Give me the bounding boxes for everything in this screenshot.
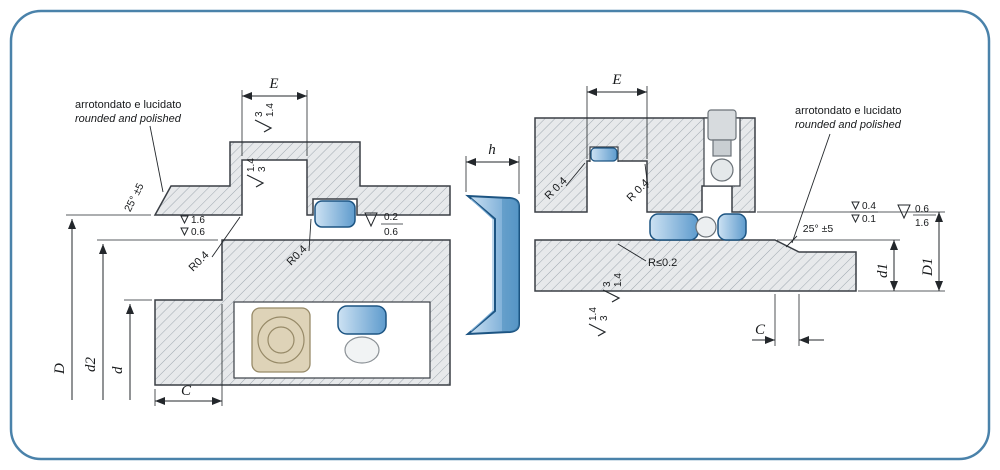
roughness-check-icon: 3 1.4 [602,273,624,303]
dim-label-e: E [268,76,278,92]
note-line-1: arrotondato e lucidato [795,105,901,117]
leader-line [644,163,649,189]
left-guide-ring-detail-inner [267,326,295,354]
dim-label-D1: D1 [920,258,936,277]
dim-label-d: d [110,366,126,374]
svg-text:0.6: 0.6 [384,227,398,238]
svg-text:1.4: 1.4 [265,103,276,117]
left-figure: E 3 1.4 1.4 3 1.6 0.6 0.2 0.6 R0.4 [52,76,451,406]
dim-label-D: D [52,363,68,375]
svg-text:d2: d2 [83,357,99,373]
left-piston-seal [337,305,387,335]
left-upper-housing-section [153,141,451,216]
right-rod-seal [649,213,699,241]
dim-label-e: E [611,72,621,88]
note-line-1: arrotondato e lucidato [75,99,181,111]
seal-inner-line [470,198,494,332]
leader-line [149,125,164,193]
svg-text:0.6: 0.6 [191,227,205,238]
seal-profile-figure: h [465,142,520,336]
leader-line [308,218,312,252]
finish-mark-b: 0.6 1.6 [897,204,936,229]
leader-line [211,216,241,258]
svg-text:0.6: 0.6 [915,204,929,215]
leader-line [617,243,647,262]
roughness-check-icon: 3 1.4 [254,103,276,133]
frame-border [9,9,991,461]
right-detail-circle [695,216,717,238]
svg-text:3: 3 [257,166,268,172]
svg-text:1.6: 1.6 [915,218,929,229]
svg-text:3: 3 [602,281,613,287]
roughness-check-icon: 1.4 3 [246,158,268,188]
svg-text:D: D [52,363,68,375]
svg-text:0.2: 0.2 [384,212,398,223]
radius-label: R≤0.2 [648,257,677,269]
dim-label-h: h [488,142,496,158]
svg-text:1.6: 1.6 [191,215,205,226]
left-secondary-seal [314,200,356,228]
right-rod-section [534,239,857,292]
finish-triangle-icon [364,212,378,228]
svg-text:0.1: 0.1 [862,214,876,225]
svg-text:0.4: 0.4 [862,201,876,212]
dim-label-c: C [755,322,766,338]
note-line-2: rounded and polished [795,119,902,131]
finish-triangle-icon [851,201,860,211]
right-figure: E R 0.4 R 0.4 arrotondato e lucidato rou… [534,72,945,346]
radius-label: R0.4 [187,249,212,274]
finish-triangle-icon [180,227,189,237]
svg-text:d1: d1 [875,263,891,278]
svg-text:d: d [110,366,126,374]
right-wiper-seal [717,213,747,241]
svg-text:1.4: 1.4 [613,273,624,287]
left-bearing-detail [344,336,380,364]
leader-line [785,235,798,248]
leader-line [791,133,831,244]
svg-text:1.4: 1.4 [246,158,257,172]
note-line-2: rounded and polished [75,113,182,125]
svg-text:3: 3 [254,111,265,117]
svg-text:R0.4: R0.4 [187,249,212,274]
seal-shading [502,198,519,332]
dim-label-d2: d2 [83,357,99,373]
right-plug-detail [707,109,737,141]
chamfer-angle-label: 25° ±5 [122,181,147,214]
finish-mark-right: 0.2 0.6 [364,212,403,238]
right-housing-section [534,117,756,213]
right-plug-stem [712,139,732,157]
left-guide-ring-detail [257,316,305,364]
dim-label-d1: d1 [875,263,891,278]
chamfer-angle-label: 25° ±5 [803,223,834,235]
leader-line [565,162,586,187]
finish-mark-a: 0.4 0.1 [850,201,878,225]
svg-text:3: 3 [599,315,610,321]
right-static-seal [590,147,618,162]
finish-mark-left: 1.6 0.6 [180,215,205,238]
svg-text:1.4: 1.4 [588,307,599,321]
roughness-check-icon: 1.4 3 [588,307,610,337]
ball-icon [710,158,734,182]
svg-text:25° ±5: 25° ±5 [122,181,147,214]
dim-label-c: C [181,383,192,399]
finish-triangle-icon [180,215,189,225]
finish-triangle-icon [897,204,911,220]
left-guide-element [251,307,311,373]
finish-triangle-icon [851,214,860,224]
svg-text:D1: D1 [920,258,936,277]
